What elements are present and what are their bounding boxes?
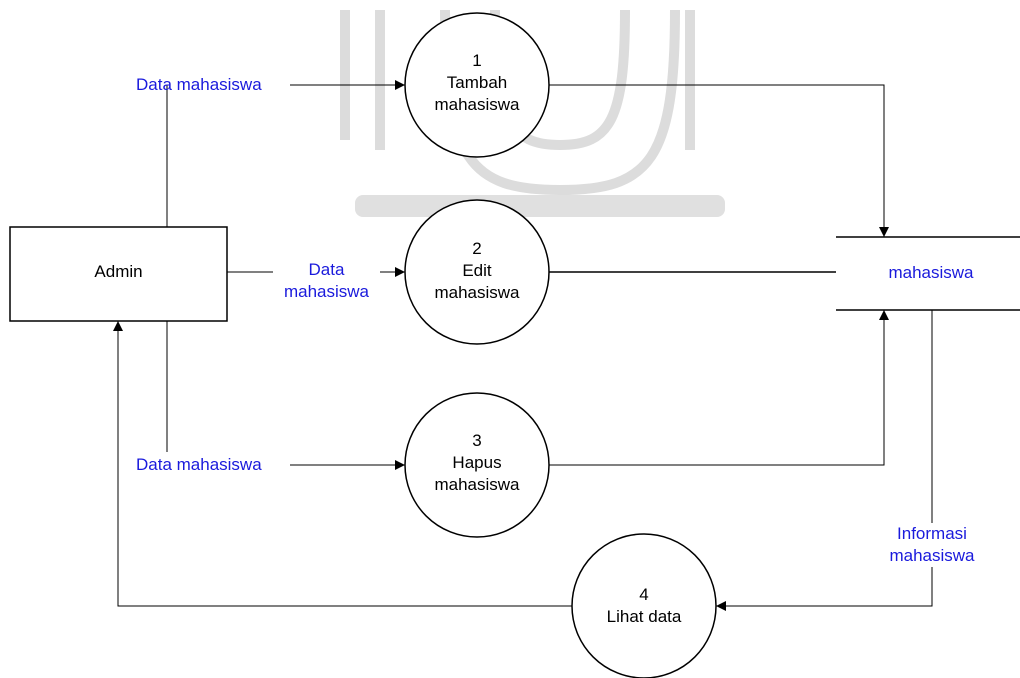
process-1: 1 Tambah mahasiswa (405, 50, 549, 116)
process-4-number: 4 (639, 585, 649, 604)
flow-process-4-to-admin (113, 321, 572, 607)
flow-label-data-mahasiswa-1: Data mahasiswa (136, 75, 262, 94)
flow-label-data-mahasiswa-2: Data mahasiswa (273, 259, 380, 303)
flow-label-4-line1: Informasi (897, 524, 967, 543)
process-3-number: 3 (472, 431, 482, 450)
process-3-name-line2: mahasiswa (434, 475, 520, 494)
flow-admin-to-process-1 (166, 80, 405, 227)
flow-admin-to-process-3 (166, 321, 405, 470)
flow-label-data-mahasiswa-3: Data mahasiswa (136, 455, 262, 474)
process-1-number: 1 (472, 51, 482, 70)
process-2-name-line2: mahasiswa (434, 283, 520, 302)
entity-admin-label: Admin (94, 262, 143, 281)
flow-label-informasi-mahasiswa: Informasi mahasiswa (862, 523, 1002, 567)
flow-process-1-to-datastore (549, 84, 889, 237)
process-1-name-line1: Tambah (446, 73, 508, 92)
process-3-name-line1: Hapus (452, 453, 502, 472)
flow-datastore-to-process-4 (716, 310, 933, 611)
process-2-number: 2 (472, 239, 482, 258)
process-4: 4 Lihat data (572, 584, 716, 628)
entity-admin-box (9, 226, 228, 322)
process-4-name-line1: Lihat data (606, 607, 682, 626)
flow-label-4-line2: mahasiswa (889, 546, 975, 565)
process-2: 2 Edit mahasiswa (405, 238, 549, 304)
process-3: 3 Hapus mahasiswa (405, 430, 549, 496)
flow-label-2-line1: Data (308, 260, 345, 279)
datastore-mahasiswa-label: mahasiswa (888, 263, 974, 282)
flow-process-3-to-datastore (549, 310, 889, 466)
process-2-name-line1: Edit (462, 261, 492, 280)
process-1-name-line2: mahasiswa (434, 95, 520, 114)
flow-label-2-line2: mahasiswa (283, 282, 370, 301)
